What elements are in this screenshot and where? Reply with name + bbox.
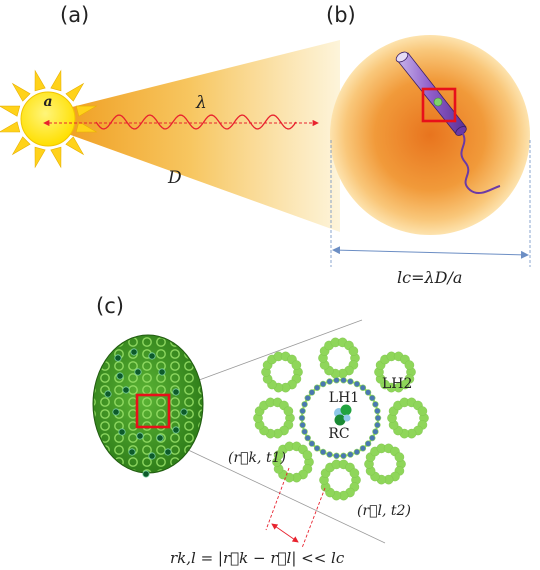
chloroplast-dot [134, 368, 142, 376]
sun-rays [0, 69, 98, 169]
rc-label: RC [328, 426, 349, 442]
chloroplast-dot [104, 390, 112, 398]
lh2-ring [387, 397, 429, 439]
coherence-disk [330, 35, 530, 235]
panel-a: (a) a λ D [0, 3, 340, 232]
lh2-ring [261, 351, 303, 393]
sun-ray [50, 69, 62, 92]
separation-line-l [301, 487, 326, 549]
panel-a-label: (a) [60, 3, 89, 27]
chloroplast-dot [142, 470, 150, 478]
chloroplast-dot [118, 428, 126, 436]
chloroplast-dot [180, 408, 188, 416]
lh2-ring-group [253, 337, 429, 501]
coherence-length-label: lc=λD/a [397, 268, 462, 287]
lh2-ring [253, 397, 295, 439]
sun-aperture-label: a [43, 94, 52, 110]
lh1-label: LH1 [329, 390, 359, 406]
separation-arrow [271, 523, 299, 543]
lh2-ring [374, 351, 416, 393]
sun-ray [34, 69, 46, 92]
distance-formula: rk,l = |r⃗k − r⃗l| << lc [170, 549, 345, 567]
zoom-highlight-box-c [135, 393, 171, 429]
zoom-highlight-box-b [421, 87, 457, 123]
sun-ray [50, 146, 62, 169]
chloroplast-dot [136, 432, 144, 440]
chloroplast-dot [148, 352, 156, 360]
panel-b: (b) lc=λD/a [326, 3, 531, 287]
chloroplast-dot [158, 368, 166, 376]
bacterium-icon [395, 51, 501, 195]
zoom-guide-top [190, 319, 363, 384]
panel-c: (c) LH1 RC LH2 (r⃗k, t1) (r⃗l, t2) rk,l … [92, 294, 429, 567]
chloroplast-dot [156, 434, 164, 442]
chloroplast-dot [130, 348, 138, 356]
separation-line-k [265, 467, 290, 531]
zoom-guide-bottom [183, 447, 386, 544]
chloroplast-dot [172, 388, 180, 396]
chloroplast-dot [122, 386, 130, 394]
sun-ray [11, 136, 31, 156]
chloroplast-dot [128, 448, 136, 456]
point-l-label: (r⃗l, t2) [357, 503, 411, 519]
sun-ray [65, 82, 85, 102]
light-wave [95, 114, 297, 130]
sun-ray [11, 82, 31, 102]
chloroplast-dot [164, 448, 172, 456]
sun-ray [0, 121, 21, 133]
chloroplast-dot [114, 354, 122, 362]
lh2-ring [319, 459, 361, 501]
light-beam [68, 40, 340, 232]
distance-label: D [167, 168, 182, 188]
wavelength-label: λ [195, 93, 207, 113]
lh2-label: LH2 [382, 376, 412, 392]
sun-ray [34, 146, 46, 169]
lh1-ring [298, 377, 382, 459]
sun-ray [0, 105, 21, 117]
panel-b-label: (b) [326, 3, 356, 27]
chloroplast-dot [116, 372, 124, 380]
chloroplast-dot [172, 426, 180, 434]
lh2-ring [364, 443, 406, 485]
lh2-ring [272, 441, 314, 483]
sun-ray [75, 105, 98, 117]
sun-icon [20, 91, 76, 147]
reaction-center-icon [334, 404, 352, 426]
chloroplast-dot [112, 408, 120, 416]
point-k-label: (r⃗k, t1) [228, 450, 286, 466]
lh2-ring [318, 337, 360, 379]
panel-c-label: (c) [96, 294, 124, 318]
leaf-chloroplast-dots [104, 348, 188, 478]
chloroplast-dot [148, 452, 156, 460]
leaf-texture [94, 336, 202, 472]
sun-ray [65, 136, 85, 156]
coherence-length-arrow [332, 246, 529, 259]
